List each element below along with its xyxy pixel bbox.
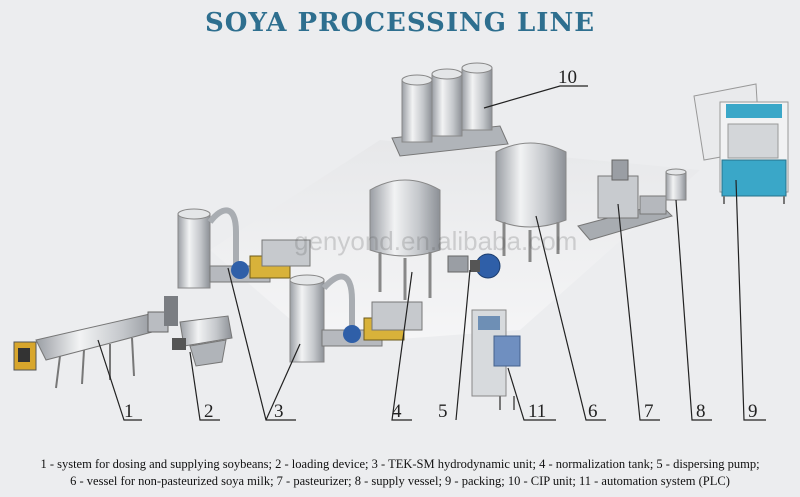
callout-8: 8 xyxy=(696,401,706,422)
floor-platform xyxy=(210,140,700,345)
page-title: SOYA PROCESSING LINE xyxy=(204,8,596,38)
callout-10: 10 xyxy=(558,67,577,88)
normalization-tank xyxy=(369,179,441,300)
callout-line-3b xyxy=(265,343,301,421)
callout-line-6 xyxy=(535,215,606,421)
callout-line-4 xyxy=(391,271,413,421)
legend-line-2: 6 - vessel for non-pasteurized soya milk… xyxy=(70,474,730,488)
cip-unit xyxy=(391,62,509,157)
callout-line-10 xyxy=(483,85,588,109)
callout-line-11 xyxy=(507,367,556,421)
packing-machine xyxy=(693,83,789,204)
pasteurizer xyxy=(577,159,673,241)
callout-line-9 xyxy=(735,179,766,421)
legend-line-1: 1 - system for dosing and supplying soyb… xyxy=(40,457,760,471)
hydrodynamic-unit-b xyxy=(289,273,423,363)
callout-7: 7 xyxy=(644,401,654,422)
callout-1: 1 xyxy=(124,401,134,422)
supply-vessel xyxy=(665,168,687,201)
callout-6: 6 xyxy=(588,401,598,422)
callout-3: 3 xyxy=(274,401,284,422)
watermark-text: genyond.en.alibaba.com xyxy=(294,226,578,256)
callout-line-5 xyxy=(455,269,471,421)
dosing-conveyor xyxy=(13,311,169,389)
callout-line-2 xyxy=(189,351,220,421)
dispersing-pump xyxy=(447,253,501,279)
hydrodynamic-unit-a xyxy=(177,207,311,289)
callout-11: 11 xyxy=(528,401,546,422)
callout-4: 4 xyxy=(392,401,402,422)
callout-line-7 xyxy=(617,203,660,421)
callout-5: 5 xyxy=(438,401,448,422)
callout-2: 2 xyxy=(204,401,214,422)
callout-line-8 xyxy=(675,199,712,421)
callout-lines xyxy=(97,85,766,421)
milk-vessel xyxy=(495,142,567,262)
plc-cabinet xyxy=(471,309,521,410)
callout-line-1 xyxy=(97,339,142,421)
loading-device xyxy=(164,296,233,367)
callout-9: 9 xyxy=(748,401,758,422)
legend: 1 - system for dosing and supplying soyb… xyxy=(0,456,800,490)
